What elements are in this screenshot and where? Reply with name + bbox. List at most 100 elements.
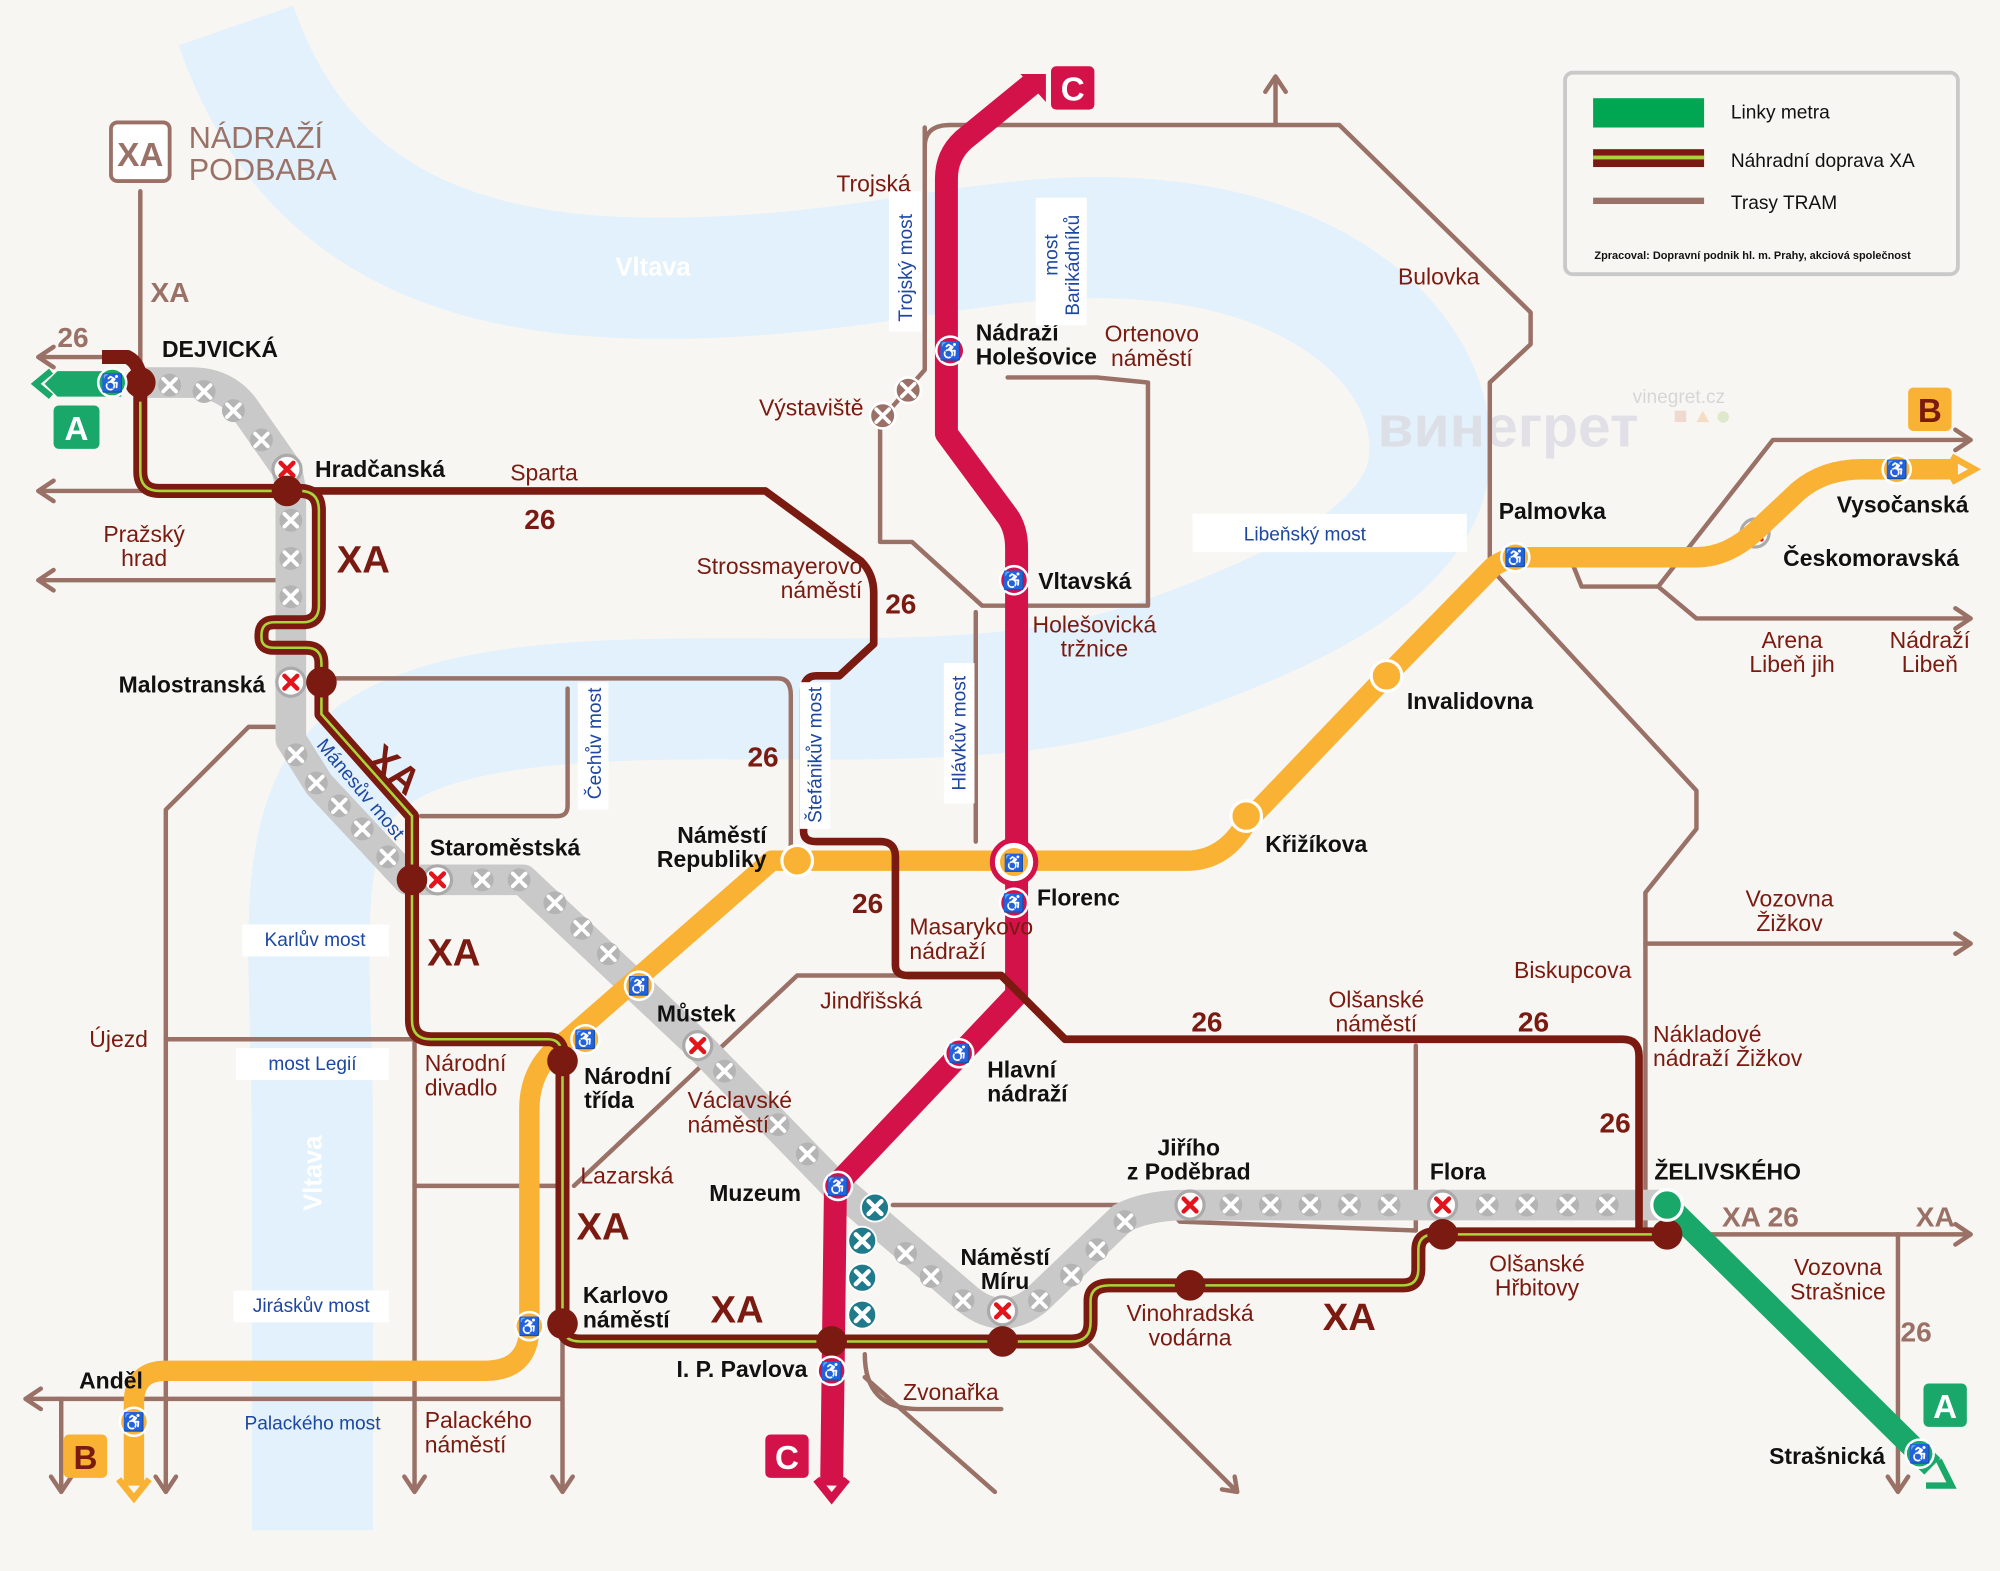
route-label-xa-26: XA 26 (1722, 1202, 1799, 1233)
wheelchair-icon: ♿ (943, 1037, 975, 1069)
closed-station-icon (1219, 1193, 1243, 1217)
closed-station-icon (1113, 1210, 1137, 1234)
metro-a-station-marker (1650, 1188, 1684, 1222)
xa-stop-marker (1427, 1219, 1458, 1250)
closed-transfer-icon (986, 1295, 1019, 1327)
closed-station-icon (250, 428, 273, 452)
closed-station-icon (192, 379, 216, 403)
bridge-palackeho-most: Palackého most (244, 1413, 381, 1434)
bridge-labels: Trojský most mostBarikádníků Libeňský mo… (233, 191, 1467, 1434)
metro-station-labels: DEJVICKÁ Hradčanská Malostranská Staromě… (79, 319, 1969, 1468)
route-label-xa: XA (1916, 1202, 1955, 1233)
xa-stop-marker (816, 1326, 847, 1357)
closed-station-icon (1059, 1263, 1083, 1287)
station-mustek: Můstek (657, 1000, 736, 1026)
wheelchair-icon: ♿ (96, 367, 128, 398)
bridge-trojsky-most: Trojský most (896, 213, 917, 321)
route-label-26: 26 (1901, 1316, 1932, 1347)
closed-station-icon (1258, 1193, 1282, 1217)
svg-text:B: B (1918, 393, 1942, 430)
closed-station-icon (327, 794, 351, 818)
route-label-26: 26 (1518, 1007, 1549, 1038)
svg-text:♿: ♿ (574, 1029, 596, 1050)
closed-station-icon (951, 1289, 975, 1313)
line-badge-a-east: A (1923, 1383, 1967, 1427)
closed-station-icon (596, 942, 620, 966)
svg-text:♿: ♿ (1504, 547, 1526, 568)
watermark-triangle-icon (1696, 410, 1710, 423)
metro-b-station-marker (780, 843, 815, 878)
xa-stops (125, 367, 1683, 1357)
xa-stop-marker (1174, 1270, 1206, 1301)
tram-stop-jindrisska: Jindřišská (820, 988, 922, 1014)
wheelchair-icon: ♿ (1500, 541, 1531, 573)
station-florenc: Florenc (1037, 884, 1120, 910)
bridge-stefanikuv-most: Štefánikův most (804, 686, 826, 823)
xa-stop-marker (547, 1308, 578, 1339)
closed-exit-icon (860, 1192, 890, 1223)
station-muzeum: Muzeum (709, 1180, 801, 1206)
wheelchair-icon: ♿ (570, 1023, 601, 1055)
svg-text:♿: ♿ (1004, 852, 1025, 872)
metro-line-a-east (1659, 1196, 1941, 1475)
tram-stop-lazarska: Lazarská (580, 1162, 673, 1188)
bridge-most-barikadniku: mostBarikádníků (1041, 215, 1084, 316)
closed-station-icon (919, 1264, 943, 1288)
watermark-square-icon (1674, 410, 1687, 423)
xa-replacement-route (102, 350, 1668, 1349)
legend-xa-label: Náhradní doprava XA (1731, 151, 1915, 172)
svg-text:♿: ♿ (948, 1043, 970, 1064)
route-label-xa: XA (577, 1205, 630, 1248)
tram-stop-biskupcova: Biskupcova (1514, 957, 1632, 983)
metro-line-c (820, 74, 1041, 1486)
closed-station-icon (279, 547, 303, 570)
station-ip-pavlova: I. P. Pavlova (676, 1356, 807, 1382)
bridge-hlavkuv-most: Hlávkův most (950, 675, 971, 790)
watermark-circle-icon (1717, 411, 1729, 423)
station-krizikova: Křižíkova (1265, 831, 1367, 857)
route-label-xa: XA (337, 539, 390, 582)
svg-text:C: C (775, 1440, 799, 1477)
route-label-xa: XA (151, 277, 190, 308)
closed-station-icon (350, 817, 374, 841)
closed-transfer-icon (275, 666, 307, 698)
tram-stop-bulovka: Bulovka (1398, 263, 1480, 289)
metro-b-station-marker (1369, 658, 1404, 693)
station-markers: ♿♿♿♿♿♿♿♿♿♿♿♿♿♿♿ (96, 335, 1935, 1469)
legend-credit: Zpracoval: Dopravní podnik hl. m. Prahy,… (1594, 250, 1911, 262)
tram-stop-zvonarka: Zvonařka (903, 1379, 999, 1405)
svg-text:♿: ♿ (939, 340, 961, 361)
closed-station-icon (279, 585, 303, 609)
wheelchair-icon: ♿ (822, 1170, 854, 1202)
bridge-most-legii: most Legií (268, 1054, 357, 1075)
bridge-karluv-most: Karlův most (265, 930, 367, 951)
svg-text:A: A (1933, 1389, 1957, 1426)
legend-tram-swatch (1593, 197, 1705, 205)
terminus-code: XA (117, 137, 163, 174)
closed-station-icon (376, 845, 400, 869)
bridge-libensky-most: Libeňský most (1244, 525, 1367, 546)
closed-transfer-icon (682, 1030, 714, 1062)
closed-station-icon (1475, 1193, 1499, 1217)
metro-a-east-arrow (1926, 1458, 1957, 1489)
wheelchair-icon: ♿ (934, 335, 966, 366)
xa-stop-marker (396, 864, 428, 896)
closed-station-icon (1028, 1289, 1052, 1313)
wheelchair-icon: ♿ (118, 1406, 150, 1438)
xa-stop-marker (125, 367, 156, 398)
closed-transfer-icon (1174, 1189, 1206, 1221)
